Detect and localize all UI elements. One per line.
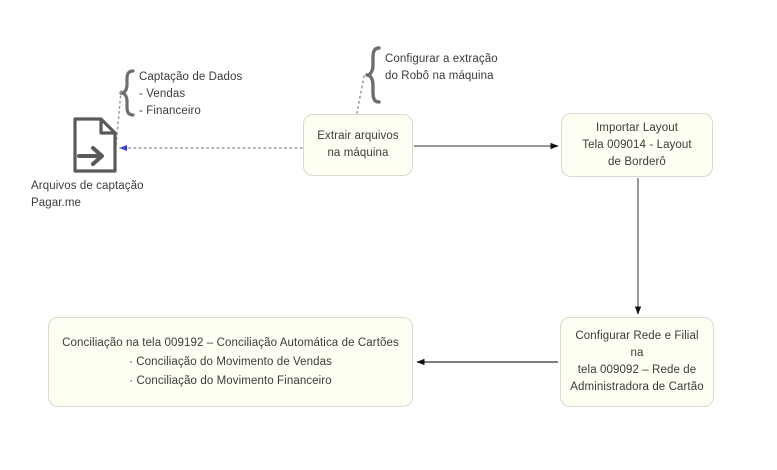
node-configurar-rede-filial-label: Configurar Rede e Filial na tela 009092 … (570, 330, 704, 393)
node-conciliacao-automatica-label: Conciliação na tela 009192 – Conciliação… (62, 336, 399, 387)
node-extrair-arquivos[interactable]: Extrair arquivos na máquina (303, 114, 413, 176)
configurar-robo-annotation: Configurar a extração do Robô na máquina (385, 53, 498, 82)
captacao-de-dados-annotation: Captação de Dados - Vendas - Financeiro (139, 71, 243, 117)
captacao-brace-icon (119, 69, 135, 117)
arquivos-captacao-label: Arquivos de captação Pagar.me (31, 180, 144, 209)
node-importar-layout-label: Importar Layout Tela 009014 - Layout de … (582, 121, 692, 168)
node-extrair-arquivos-label: Extrair arquivos na máquina (317, 130, 399, 159)
node-importar-layout[interactable]: Importar Layout Tela 009014 - Layout de … (561, 113, 713, 177)
node-conciliacao-automatica[interactable]: Conciliação na tela 009192 – Conciliação… (48, 317, 413, 407)
node-configurar-rede-filial[interactable]: Configurar Rede e Filial na tela 009092 … (560, 317, 714, 407)
robo-brace-icon (365, 46, 381, 104)
connector-extrair-para-robo (356, 75, 365, 114)
document-import-icon (73, 117, 117, 173)
